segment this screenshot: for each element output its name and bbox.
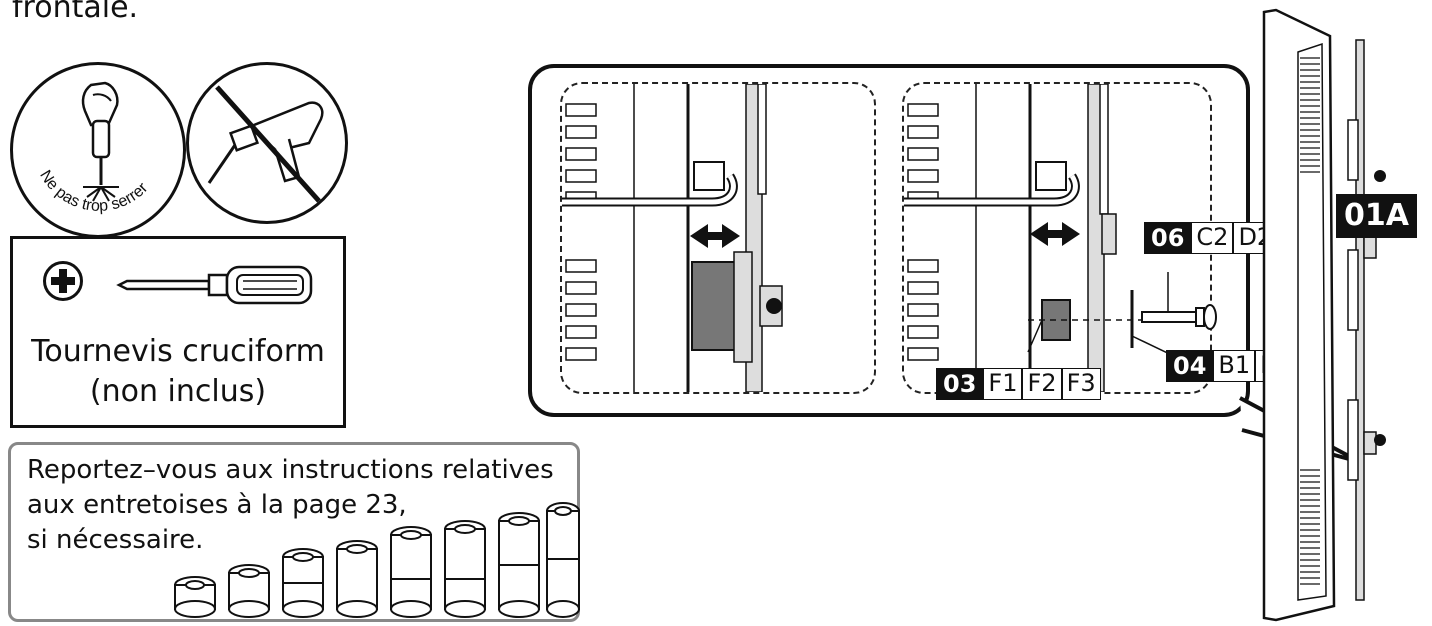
detail-view-before bbox=[560, 82, 876, 394]
spacers-illustration bbox=[174, 502, 580, 618]
tool-name: Tournevis cruciform bbox=[31, 334, 325, 369]
tv-side-view bbox=[1239, 8, 1386, 622]
spacer-note-line-3: si nécessaire. bbox=[27, 525, 204, 555]
no-overtighten-icon: Ne pas trop serrer bbox=[10, 62, 186, 238]
spacer-icon-6 bbox=[444, 520, 486, 618]
label-screw-id: 06 bbox=[1144, 222, 1192, 254]
spacer-note-text: Reportez–vous aux instructions relatives… bbox=[27, 453, 554, 558]
label-washer-b1: B1 bbox=[1213, 350, 1256, 382]
screw-and-washer-icon bbox=[1130, 272, 1217, 358]
label-spacer-f1: F1 bbox=[983, 368, 1023, 400]
tool-note: (non inclus) bbox=[89, 374, 267, 409]
spacer-note-line-1: Reportez–vous aux instructions relatives bbox=[27, 455, 554, 485]
label-spacer-id: 03 bbox=[936, 368, 984, 400]
spacer-icon-4 bbox=[336, 540, 378, 618]
spacer-icon-1 bbox=[174, 576, 216, 618]
header-text: frontale. bbox=[12, 0, 139, 25]
label-spacer-f2: F2 bbox=[1022, 368, 1062, 400]
label-spacer-f3: F3 bbox=[1061, 368, 1101, 400]
label-washer-id: 04 bbox=[1166, 350, 1214, 382]
spacer-icon-7 bbox=[498, 512, 540, 618]
label-spacer-03: 03 F1 F2 F3 bbox=[936, 368, 1101, 400]
spacer-icon-2 bbox=[228, 564, 270, 618]
spacer-icon-8 bbox=[546, 502, 580, 618]
label-main-part-01a: 01A bbox=[1336, 194, 1417, 238]
no-drill-icon bbox=[186, 62, 348, 224]
spacer-icon-5 bbox=[390, 526, 432, 618]
spacer-icon-3 bbox=[282, 548, 324, 618]
spacer-note-line-2: aux entretoises à la page 23, bbox=[27, 490, 407, 520]
screwdriver-icon bbox=[116, 265, 313, 305]
phillips-plus-icon bbox=[43, 261, 83, 301]
detail-callout-panel: 06 C2 D2 E2 03 F1 F2 F3 bbox=[528, 64, 1318, 417]
detail-view-after bbox=[902, 82, 1212, 394]
spacer-note-box: Reportez–vous aux instructions relatives… bbox=[8, 442, 580, 622]
tool-requirement-box: Tournevis cruciform (non inclus) bbox=[10, 236, 346, 428]
label-screw-c2: C2 bbox=[1191, 222, 1234, 254]
